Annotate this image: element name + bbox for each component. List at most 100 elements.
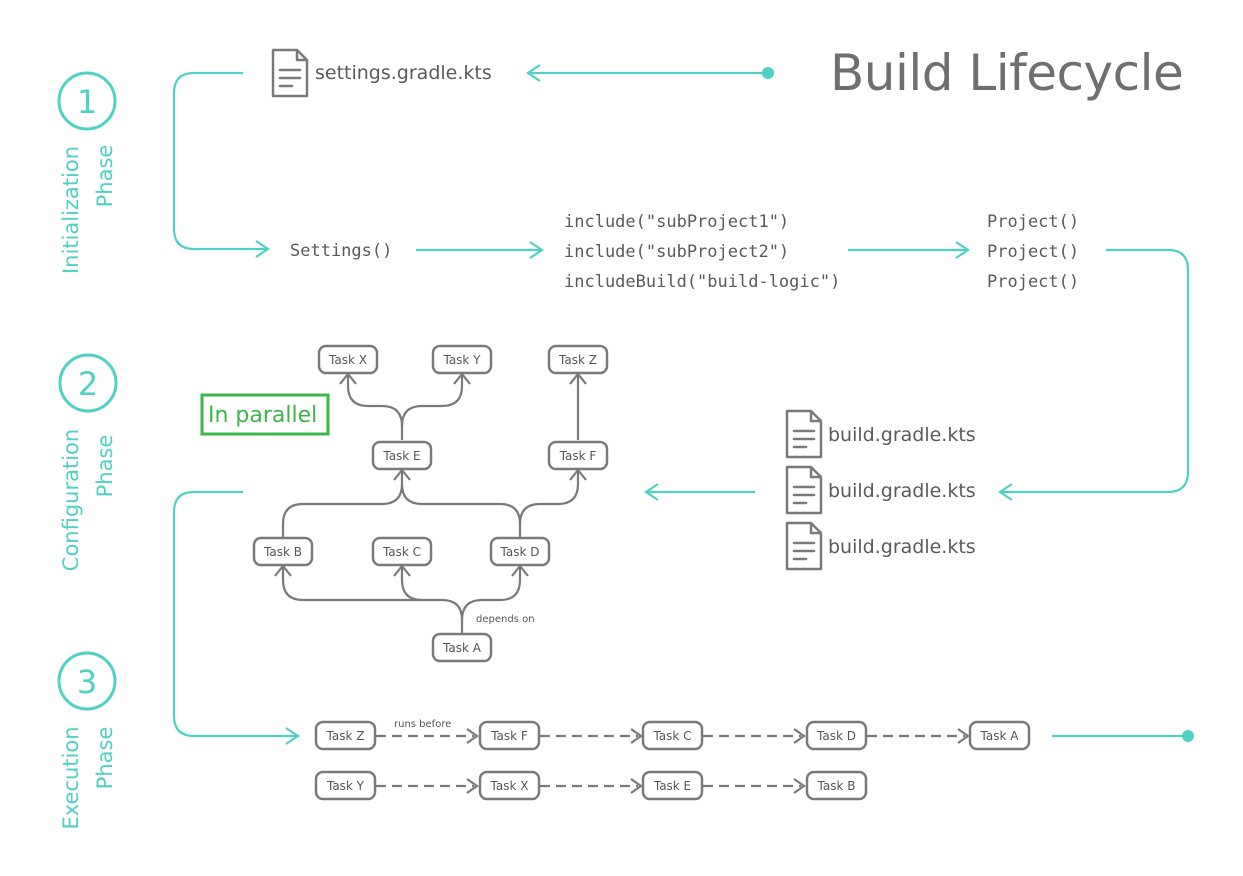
edge-e-y [400,376,464,427]
include-line-2: include("subProject2") [564,242,789,262]
config-task-d: Task D [489,536,551,567]
edge-d-e [400,483,522,538]
edge-b-e [281,472,404,538]
edge-e-x [346,376,404,440]
phase-1-label: Initialization Phase [59,145,117,274]
config-task-c: Task C [371,536,433,567]
config-task-z: Task Z [547,344,609,375]
parallel-box [200,393,330,436]
exec-arrow-1-3 [793,728,806,744]
config-task-c-label: Task C [382,545,421,559]
config-task-y-label: Task Y [442,353,481,367]
phase-1-label-line1: Initialization [59,146,83,274]
settings-call: Settings() [290,241,392,261]
projects-loop-line [1000,248,1190,494]
project-call-1: Project() [987,212,1079,232]
settings-file-name: settings.gradle.kts [315,62,492,84]
phase-1-circle [57,71,117,131]
include-line-3: includeBuild("build-logic") [564,272,840,292]
phase-1-label-line2: Phase [93,145,117,208]
build-files-arrowhead [998,483,1013,501]
flow-connectors [172,64,1194,745]
config-task-e-label: Task E [382,449,420,463]
exec-arrow-1-1 [466,728,479,744]
phase-2-label-line2: Phase [93,435,117,498]
phase-3-label-line2: Phase [93,727,117,790]
config-task-z-label: Task Z [558,353,597,367]
edge-d-f [518,472,580,525]
depends-on-label: depends on [476,614,535,625]
execution-arrowhead [285,727,300,745]
settings-file-icon [271,48,309,98]
runs-before-label: runs before [394,719,451,730]
phase-3-marker: 3 [57,651,117,711]
parallel-label: In parallel [208,403,317,428]
exec-arrow-2-1 [466,778,479,794]
exec-task-row2-4-label: Task B [817,779,856,793]
exec-arrow-2-2 [630,778,643,794]
config-task-a-label: Task A [442,641,482,655]
project-call-2: Project() [987,242,1079,262]
build-file-name-1: build.gradle.kts [828,424,976,446]
phase-2-marker: 2 [58,353,118,413]
exec-task-row1-3-label: Task C [652,729,691,743]
phase-2-number: 2 [78,365,98,403]
build-file-name-2: build.gradle.kts [828,480,976,502]
exec-task-row1-2: Task F [478,720,541,751]
config-loop-line [172,490,296,738]
exec-task-row1-1-label: Task Z [326,729,365,743]
phase-1-number: 1 [77,83,97,121]
include-line-1: include("subProject1") [564,212,789,232]
phase-3-circle [57,651,117,711]
exec-task-row1-3: Task C [641,720,704,751]
exec-task-row2-1: Task Y [314,770,377,801]
exec-task-row1-4-label: Task D [816,729,856,743]
init-loop-line [172,71,266,251]
includes-arrowhead [529,241,544,259]
build-file-icon-1 [785,409,823,459]
settings-file-arrowhead [526,64,541,82]
config-task-x-label: Task X [328,353,367,367]
config-task-d-label: Task D [500,545,540,559]
graph-arrowhead [644,483,659,501]
build-file-icon-2 [785,465,823,515]
exec-task-row2-2: Task X [478,770,541,801]
exec-arrow-2-3 [793,778,806,794]
phase-1-marker: 1 [57,71,117,131]
config-task-e: Task E [371,440,433,471]
phase-3-label-line1: Execution [59,726,83,829]
exec-task-row2-1-label: Task Y [326,779,365,793]
config-task-b: Task B [252,536,314,567]
phase-2-label-line1: Configuration [59,429,83,571]
exec-arrow-1-2 [630,728,643,744]
exec-arrow-1-4 [957,728,970,744]
exec-task-row2-2-label: Task X [490,779,529,793]
config-task-f: Task F [547,440,609,471]
phase-2-label: Configuration Phase [59,429,117,571]
projects-arrowhead [955,241,970,259]
diagram-title: Build Lifecycle [830,44,1183,102]
phase-3-label: Execution Phase [59,726,117,829]
exec-task-row1-5-label: Task A [980,729,1020,743]
execution-edges [376,728,970,794]
exec-task-row2-3: Task E [641,770,704,801]
config-task-b-label: Task B [263,545,302,559]
build-file-icon-3 [785,521,823,571]
exec-task-row1-5: Task A [968,720,1031,751]
task-graph-edges [274,372,587,634]
exec-task-row1-2-label: Task F [490,729,528,743]
project-call-3: Project() [987,272,1079,292]
exec-task-row2-3-label: Task E [653,779,691,793]
config-task-x: Task X [317,344,379,375]
build-file-name-3: build.gradle.kts [828,536,976,558]
end-dot [1182,730,1194,742]
exec-task-row2-4: Task B [805,770,868,801]
exec-task-row1-4: Task D [805,720,868,751]
settings-call-arrowhead [255,240,270,258]
edge-a-c [400,568,423,602]
phase-2-circle [58,353,118,413]
config-task-f-label: Task F [559,449,597,463]
phase-3-number: 3 [77,663,97,701]
config-task-y: Task Y [431,344,493,375]
